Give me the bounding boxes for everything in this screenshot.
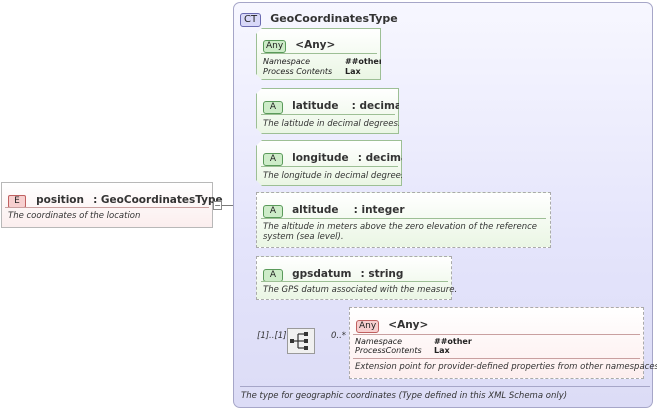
- attribute-gpsdatum-header: A gpsdatum : string: [263, 262, 403, 282]
- attribute-type: : decimal: [357, 152, 412, 164]
- element-header: E position : GeoCoordinatesType: [8, 188, 223, 208]
- attribute-badge: A: [263, 153, 283, 166]
- complex-type-title: GeoCoordinatesType: [270, 12, 398, 25]
- any-element-prop-key-0: Namespace: [355, 337, 403, 346]
- attribute-type: : string: [360, 268, 404, 280]
- any-element-divider-2: [353, 358, 640, 359]
- any-attr-prop-value-0: ##other: [345, 57, 383, 66]
- any-attribute-header: Any <Any>: [263, 33, 335, 53]
- attribute-longitude-box[interactable]: A longitude : decimal The longitude in d…: [256, 140, 402, 186]
- element-position-box[interactable]: E position : GeoCoordinatesType The coor…: [1, 182, 223, 228]
- any-attribute-divider: [261, 53, 377, 54]
- element-name: position: [36, 194, 84, 206]
- any-element-prop-value-0: ##other: [434, 337, 472, 346]
- sequence-icon: [290, 332, 308, 350]
- complex-type-footer: The type for geographic coordinates (Typ…: [241, 391, 568, 401]
- attribute-divider: [261, 218, 546, 219]
- attribute-gpsdatum-box[interactable]: A gpsdatum : string The GPS datum associ…: [256, 256, 457, 300]
- sequence-compositor[interactable]: [287, 328, 315, 354]
- any-attr-prop-value-1: Lax: [345, 67, 361, 76]
- any-attribute-title: <Any>: [295, 39, 336, 51]
- any-element-header: Any <Any>: [356, 313, 428, 333]
- attribute-type: : integer: [353, 204, 405, 216]
- any-attribute-box[interactable]: Any <Any> Namespace ##other Process Cont…: [256, 28, 381, 80]
- any-element-description: Extension point for provider-defined pro…: [355, 362, 657, 372]
- sequence-cardinality: [1]..[1]: [257, 331, 287, 341]
- attribute-name: gpsdatum: [292, 268, 352, 280]
- complex-type-header: CT GeoCoordinatesType: [240, 7, 398, 27]
- attribute-type: : decimal: [351, 100, 406, 112]
- attribute-description: The GPS datum associated with the measur…: [263, 285, 458, 295]
- any-attribute-badge: Any: [263, 40, 286, 53]
- attribute-altitude-box[interactable]: A altitude : integer The altitude in met…: [256, 192, 551, 248]
- attribute-description: The longitude in decimal degrees.: [263, 171, 409, 181]
- any-element-box[interactable]: Any <Any> Namespace ##other ProcessConte…: [349, 307, 657, 379]
- attribute-divider: [261, 281, 448, 282]
- any-element-cardinality: 0..*: [331, 331, 347, 341]
- any-element-divider: [353, 334, 640, 335]
- attribute-divider: [261, 166, 398, 167]
- attribute-badge: A: [263, 205, 283, 218]
- attribute-description: The latitude in decimal degrees.: [263, 119, 401, 129]
- attribute-name: latitude: [292, 100, 339, 112]
- any-element-title: <Any>: [388, 319, 429, 331]
- any-attr-prop-key-0: Namespace: [263, 57, 311, 66]
- attribute-divider: [261, 114, 395, 115]
- attribute-badge: A: [263, 101, 283, 114]
- any-element-prop-key-1: ProcessContents: [355, 346, 422, 355]
- attribute-latitude-header: A latitude : decimal: [263, 94, 406, 114]
- element-to-type-connector: [220, 205, 245, 206]
- complex-type-footer-divider: [240, 386, 650, 387]
- collapse-toggle[interactable]: −: [213, 201, 222, 210]
- attribute-description: The altitude in meters above the zero el…: [263, 222, 538, 242]
- element-type: : GeoCoordinatesType: [93, 194, 223, 206]
- attribute-name: altitude: [292, 204, 339, 216]
- attribute-latitude-box[interactable]: A latitude : decimal The latitude in dec…: [256, 88, 399, 134]
- any-attr-prop-key-1: Process Contents: [263, 67, 333, 76]
- any-element-prop-value-1: Lax: [434, 346, 450, 355]
- attribute-name: longitude: [292, 152, 349, 164]
- any-element-badge: Any: [356, 320, 380, 333]
- complex-type-badge: CT: [240, 13, 262, 27]
- attribute-altitude-header: A altitude : integer: [263, 198, 405, 218]
- attribute-longitude-header: A longitude : decimal: [263, 146, 412, 166]
- element-description: The coordinates of the location: [8, 211, 141, 221]
- element-divider: [5, 207, 209, 208]
